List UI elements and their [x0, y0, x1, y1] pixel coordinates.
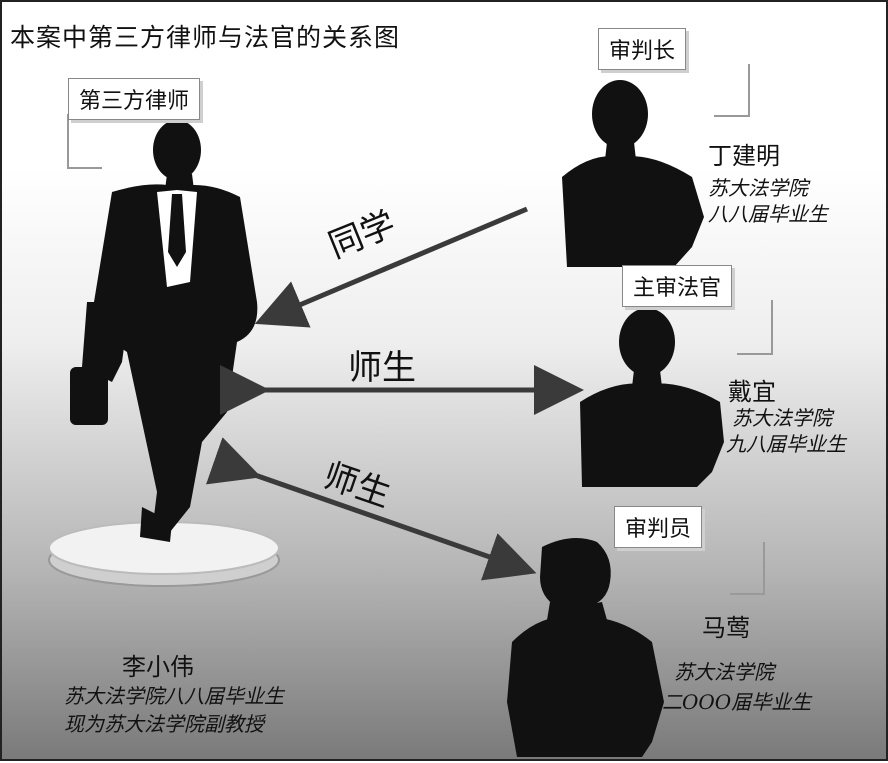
judge-3-silhouette [507, 538, 664, 757]
judge-3-info-line-1: 苏大法学院 [674, 660, 774, 684]
judge-1-role-tag: 审判长 [598, 28, 687, 70]
judge-2-info-line-2: 九八届毕业生 [726, 432, 846, 456]
relation-arrow-3 [205, 437, 537, 581]
judge-3-tag-bracket [730, 542, 765, 595]
judge-2-role-tag: 主审法官 [622, 265, 733, 307]
judge-2-name: 戴宜 [728, 378, 776, 406]
judge-2-info-line-1: 苏大法学院 [732, 406, 832, 430]
judge-3-name: 马莺 [702, 614, 750, 642]
relation-label-2: 师生 [348, 348, 416, 388]
lawyer-shirt [157, 190, 197, 287]
judge-3-role-tag: 审判员 [614, 506, 703, 548]
judge-3-info-line-2: 二OOO届毕业生 [662, 690, 812, 714]
lawyer-info-line-2: 现为苏大法学院副教授 [64, 712, 264, 736]
lawyer-silhouette [70, 120, 258, 542]
judge-1-tag-bracket [714, 64, 750, 117]
judge-1-info-line-1: 苏大法学院 [708, 176, 808, 200]
lawyer-tag-bracket [67, 114, 102, 169]
lawyer-name: 李小伟 [122, 653, 194, 681]
relation-arrow-1 [254, 206, 528, 328]
judge-2-silhouette [580, 308, 724, 487]
judge-1-info-line-2: 八八届毕业生 [708, 202, 828, 226]
lawyer-info-line-1: 苏大法学院八八届毕业生 [64, 684, 284, 708]
diagram-title: 本案中第三方律师与法官的关系图 [10, 23, 401, 52]
lawyer-role-tag: 第三方律师 [68, 78, 201, 120]
judge-2-tag-bracket [737, 300, 773, 355]
judge-1-silhouette [562, 80, 704, 267]
judge-1-name: 丁建明 [708, 142, 780, 170]
